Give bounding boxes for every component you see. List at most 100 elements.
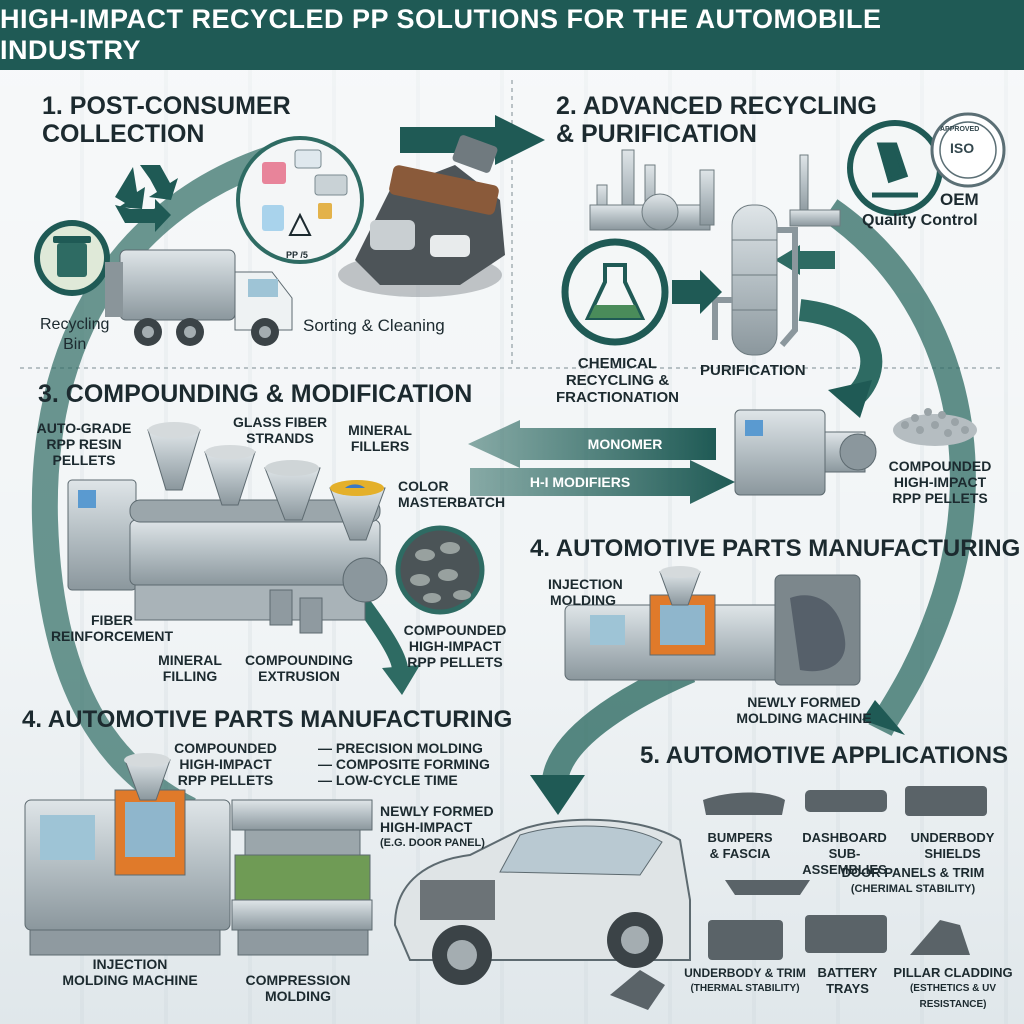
pellets-line2: HIGH-IMPACT xyxy=(408,638,502,654)
car-illustration xyxy=(393,818,691,1010)
collection-to-recycling-arrow xyxy=(495,115,545,165)
section-4-right-heading: 4. AUTOMOTIVE PARTS MANUFACTURING xyxy=(530,535,1021,562)
iso-stamp-text: ISO xyxy=(950,140,975,156)
underbody-line2: SHIELDS xyxy=(924,846,981,861)
right-compounded-pellets-label: COMPOUNDED HIGH-IMPACT rPP PELLETS xyxy=(880,458,1000,506)
newly-left-line3: (e.g. DOOR PANEL) xyxy=(380,837,485,849)
compounding-extruder xyxy=(67,422,388,634)
extrusion-line2: EXTRUSION xyxy=(258,668,340,684)
approved-stamp-text: APPROVED xyxy=(940,126,980,133)
recycling-bin-label-line1: Recycling xyxy=(40,316,110,333)
section-2-heading: 2. ADVANCED RECYCLING & PURIFICATION xyxy=(556,92,877,148)
newly-right-line2: MOLDING MACHINE xyxy=(736,710,872,726)
monomer-flow-label: MONOMER xyxy=(587,436,663,452)
glass-fiber-label: GLASS FIBER STRANDS xyxy=(226,414,334,446)
door-line1: DOOR PANELS & TRIM xyxy=(841,865,985,880)
purification-column xyxy=(712,204,798,356)
app-underbody-trim-label: UNDERBODY & TRIM (THERMAL STABILITY) xyxy=(680,965,810,997)
quality-control-label: Quality Control xyxy=(862,212,978,229)
page-title: HIGH-IMPACT RECYCLED PP SOLUTIONS FOR TH… xyxy=(0,4,882,65)
plastic-waste-pile xyxy=(338,135,505,297)
newly-formed-molding-label: NEWLY FORMED MOLDING MACHINE xyxy=(734,694,874,726)
app-door-panels-label: DOOR PANELS & TRIM (CHERIMAL STABILITY) xyxy=(818,865,1008,897)
resin-line3: PELLETS xyxy=(52,452,116,468)
pellets-line1: COMPOUNDED xyxy=(403,622,507,638)
underbody-line1: UNDERBODY xyxy=(910,830,995,845)
mineral-fillers-label: MINERAL FILLERS xyxy=(340,422,420,454)
right-compounder xyxy=(734,409,877,496)
left-pellets-line1: COMPOUNDED xyxy=(174,740,277,756)
app-bumpers-label: BUMPERS & FASCIA xyxy=(695,830,785,862)
section-1-heading-line2: COLLECTION xyxy=(42,120,205,148)
trim-line1: UNDERBODY & TRIM xyxy=(684,966,806,980)
fiber-line1: FIBER xyxy=(91,612,133,628)
battery-line2: TRAYS xyxy=(826,981,869,996)
filling-line2: FILLING xyxy=(162,668,218,684)
title-bar: HIGH-IMPACT RECYCLED PP SOLUTIONS FOR TH… xyxy=(0,0,1024,70)
pp-recycling-code: PP /5 xyxy=(286,250,308,260)
resin-pellets-label: AUTO-GRADE rPP RESIN PELLETS xyxy=(28,420,140,468)
app-underbody-shields-label: UNDERBODY SHIELDS xyxy=(905,830,1000,862)
right-cycle-arrow xyxy=(822,199,976,737)
compression-line2: MOLDING xyxy=(264,988,332,1004)
color-line1: COLOR xyxy=(398,478,449,494)
pillar-line3: RESISTANCE) xyxy=(919,999,987,1010)
recycling-bin-label: Recycling Bin xyxy=(40,315,109,355)
newly-right-line1: NEWLY FORMED xyxy=(747,694,861,710)
right-pellets-line3: rPP PELLETS xyxy=(892,490,988,506)
left-compounded-pellets-label: COMPOUNDED HIGH-IMPACT rPP PELLETS xyxy=(168,740,283,788)
bullet-composite-forming: — COMPOSITE FORMING xyxy=(318,756,490,772)
bullet-low-cycle-time: — LOW-CYCLE TIME xyxy=(318,772,458,788)
compression-press xyxy=(231,799,373,956)
compounded-pellets-label: COMPOUNDED HIGH-IMPACT rPP PELLETS xyxy=(400,622,510,670)
fiber-reinforcement-label: FIBER REINFORCEMENT xyxy=(48,612,176,644)
dashboard-line1: DASHBOARD xyxy=(802,830,887,845)
glass-line2: STRANDS xyxy=(246,430,314,446)
compression-molding-label: COMPRESSION MOLDING xyxy=(238,972,358,1004)
bumpers-line1: BUMPERS xyxy=(707,830,773,845)
refinery-plant xyxy=(589,149,841,231)
hi-modifiers-flow-label: H-I MODIFIERS xyxy=(529,474,631,490)
right-pellets-line2: HIGH-IMPACT xyxy=(893,474,987,490)
mineral-line1: MINERAL xyxy=(348,422,412,438)
section-2-heading-line1: 2. ADVANCED RECYCLING xyxy=(556,92,877,120)
section-3-heading: 3. COMPOUNDING & MODIFICATION xyxy=(38,380,473,408)
injection-molding-machine-label: INJECTION MOLDING MACHINE xyxy=(60,956,200,988)
mineral-filling-label: MINERAL FILLING xyxy=(150,652,230,684)
newly-left-line2: HIGH-IMPACT xyxy=(380,819,473,835)
chemical-label-line1: CHEMICAL xyxy=(577,355,658,372)
right-pellets-line1: COMPOUNDED xyxy=(888,458,992,474)
newly-formed-part-label: NEWLY FORMED HIGH-IMPACT (e.g. DOOR PANE… xyxy=(380,803,494,851)
section-1-heading-line1: 1. POST-CONSUMER xyxy=(42,92,291,120)
newly-left-line1: NEWLY FORMED xyxy=(380,803,494,819)
application-part-icons xyxy=(703,786,987,960)
injection-right-line1: INJECTION xyxy=(548,576,623,592)
section-2-heading-line2: & PURIFICATION xyxy=(556,120,757,148)
left-pellets-line3: rPP PELLETS xyxy=(177,772,274,788)
glass-line1: GLASS FIBER xyxy=(232,414,328,430)
process-bullets: — PRECISION MOLDING — COMPOSITE FORMING … xyxy=(318,740,490,788)
color-masterbatch-label: COLOR MASTERBATCH xyxy=(398,478,505,510)
extrusion-line1: COMPOUNDING xyxy=(244,652,354,668)
injection-molding-machine-right xyxy=(564,566,861,686)
door-line2: (CHERIMAL STABILITY) xyxy=(850,883,976,895)
section-5-heading: 5. AUTOMOTIVE APPLICATIONS xyxy=(640,742,1009,769)
injection-left-line2: MOLDING MACHINE xyxy=(62,972,198,988)
app-dashboard-label: DASHBOARD SUB-ASSEMBLIES xyxy=(792,830,897,878)
pillar-line1: PILLAR CLADDING xyxy=(893,965,1013,980)
sorting-cleaning-label: Sorting & Cleaning xyxy=(303,316,445,335)
chemical-label-line2: RECYCLING & xyxy=(565,372,670,389)
recycling-bin-label-line2: Bin xyxy=(63,336,87,353)
compounding-extrusion-label: COMPOUNDING EXTRUSION xyxy=(240,652,358,684)
left-cycle-arrow xyxy=(31,137,304,822)
garbage-truck xyxy=(105,249,293,346)
left-pellets-line2: HIGH-IMPACT xyxy=(179,756,272,772)
chemical-recycling-label: CHEMICAL RECYCLING & FRACTIONATION xyxy=(550,355,685,406)
injection-molding-machine-left xyxy=(24,753,231,956)
compression-line1: COMPRESSION xyxy=(245,972,351,988)
resin-line2: rPP RESIN xyxy=(46,436,122,452)
bullet-1-text: PRECISION MOLDING xyxy=(335,740,483,756)
injection-left-line1: INJECTION xyxy=(92,956,168,972)
color-line2: MASTERBATCH xyxy=(398,494,506,510)
